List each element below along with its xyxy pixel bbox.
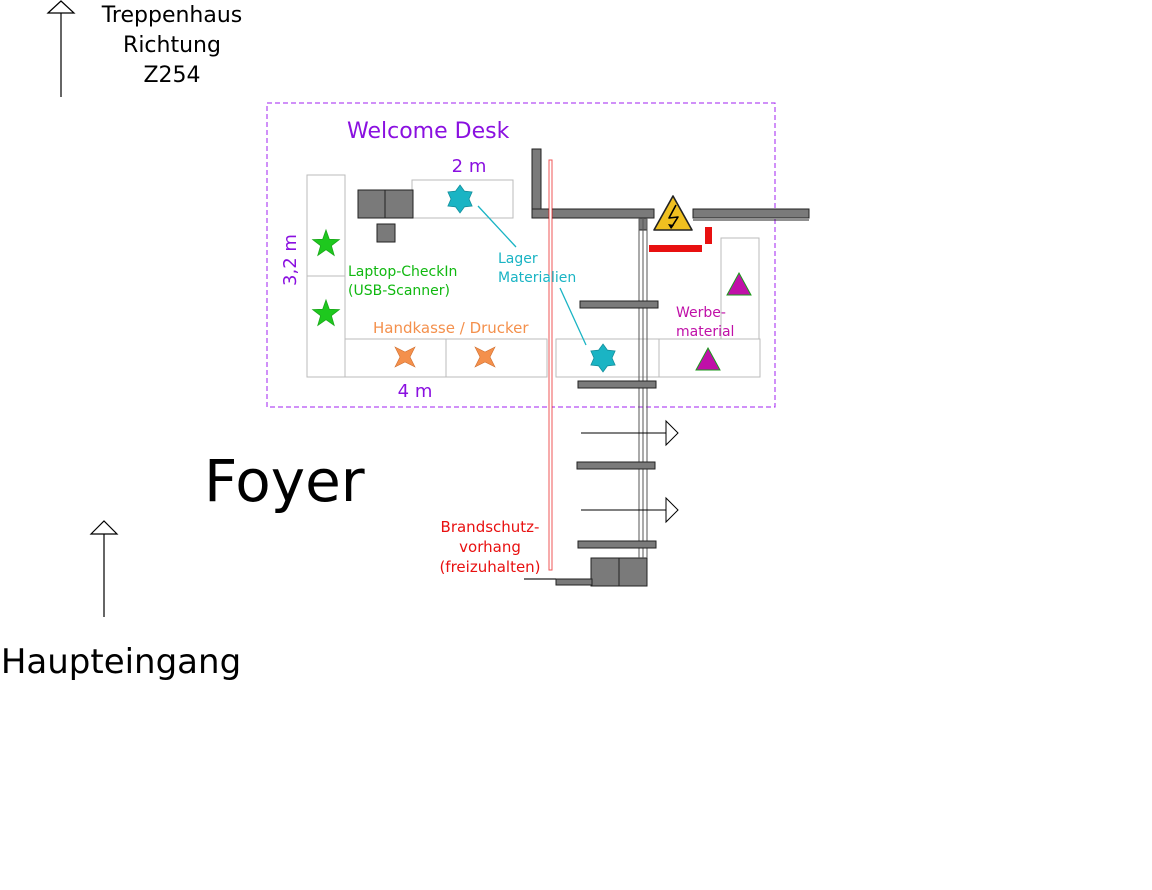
fire-curtain-label-line1: Brandschutz-	[441, 518, 540, 536]
bench-1	[579, 300, 659, 309]
handkasse-label: Handkasse / Drucker	[373, 319, 529, 337]
welcome-desk-area	[266, 102, 776, 408]
lager-leader-line-bottom	[559, 287, 587, 346]
table-bottom-1	[344, 338, 447, 378]
high-voltage-warning-icon	[653, 195, 693, 231]
table-bottom-2	[445, 338, 548, 378]
lager-label-line1: Lager	[498, 251, 538, 267]
equipment-box-bottom-2	[618, 557, 648, 587]
wall-vertical-short	[531, 148, 542, 218]
main-entrance-label: Haupteingang	[1, 642, 241, 682]
werbe-label: Werbe- material	[676, 305, 734, 340]
table-left-top	[306, 174, 346, 277]
wall-horizontal-right	[692, 208, 810, 219]
dimension-4m: 4 m	[398, 381, 433, 402]
hazard-bar-horizontal	[649, 245, 702, 252]
equipment-boxes	[357, 189, 648, 587]
orange-four-point-star-icon	[394, 346, 416, 368]
foyer-label: Foyer	[204, 447, 365, 515]
equipment-box-bottom-1	[590, 557, 620, 587]
dimension-2m: 2 m	[452, 156, 487, 177]
magenta-triangle-icon	[726, 271, 752, 296]
werbe-label-line1: Werbe-	[676, 305, 726, 321]
lager-label-line2: Materialien	[498, 270, 576, 286]
fire-curtain-label-line3: (freizuhalten)	[439, 558, 540, 576]
fire-curtain-label: Brandschutz- vorhang (freizuhalten)	[439, 518, 540, 576]
green-star-icon	[311, 298, 341, 327]
equipment-box-2	[384, 189, 414, 219]
equipment-box-1	[357, 189, 386, 219]
tables	[306, 174, 761, 378]
welcome-desk-title: Welcome Desk	[347, 119, 510, 144]
fire-curtain	[548, 159, 553, 571]
hazard-bar-vertical	[705, 227, 712, 244]
stairwell-label: Treppenhaus Richtung Z254	[101, 3, 243, 88]
lager-leader-line-top	[477, 205, 517, 248]
fire-curtain-label-line2: vorhang	[459, 538, 521, 556]
bench-2	[577, 380, 657, 389]
dimension-3-2m: 3,2 m	[280, 234, 301, 286]
green-star-icon	[311, 228, 341, 257]
benches	[576, 300, 659, 549]
laptop-checkin-label-line2: (USB-Scanner)	[348, 283, 450, 299]
lager-label: Lager Materialien	[498, 251, 576, 286]
cyan-six-point-star-icon	[590, 343, 616, 373]
bench-3	[576, 461, 656, 470]
bench-4	[577, 540, 657, 549]
laptop-checkin-label-line1: Laptop-CheckIn	[348, 264, 457, 280]
werbe-label-line2: material	[676, 324, 734, 340]
wall-horizontal-left	[531, 208, 655, 219]
laptop-checkin-label: Laptop-CheckIn (USB-Scanner)	[348, 264, 457, 299]
main-entrance-arrow-icon	[89, 520, 119, 617]
stairwell-label-line2: Richtung	[123, 33, 221, 58]
stairwell-label-line1: Treppenhaus	[101, 3, 243, 28]
stairwell-label-line3: Z254	[143, 63, 200, 88]
cyan-six-point-star-icon	[447, 184, 473, 214]
equipment-box-small	[376, 223, 396, 243]
arrow-icon	[581, 496, 679, 524]
table-left-bottom	[306, 275, 346, 378]
magenta-triangle-icon	[695, 346, 721, 371]
stairwell-arrow-icon	[46, 0, 76, 97]
walls	[531, 148, 810, 586]
wall-bottom-stub	[555, 578, 593, 586]
orange-four-point-star-icon	[474, 346, 496, 368]
arrow-icon	[581, 419, 679, 447]
